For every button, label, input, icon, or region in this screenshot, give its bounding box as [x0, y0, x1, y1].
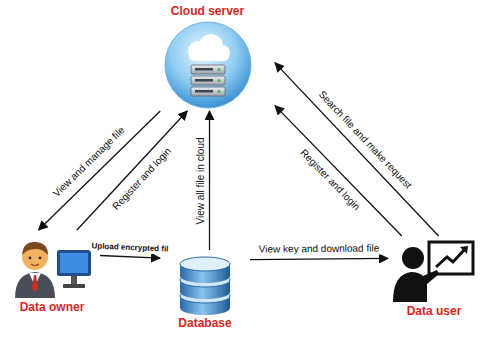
data-owner-icon	[7, 230, 97, 300]
data-user-icon	[389, 236, 479, 304]
edge-label: View key and download file	[257, 243, 382, 256]
flow-arrow	[77, 111, 187, 230]
node-label: Cloud server	[171, 4, 244, 19]
flow-arrow	[275, 106, 402, 236]
node-label: Database	[178, 316, 231, 331]
flow-arrow	[209, 111, 210, 250]
flow-arrow	[250, 258, 388, 259]
edge-label: Register and login	[109, 143, 175, 213]
edge-label: Upload encrypted fil	[89, 241, 170, 255]
cloud-server-icon	[153, 19, 263, 111]
actor-node: Data user	[388, 236, 480, 319]
flow-arrow	[100, 256, 160, 259]
actor-node: Data owner	[4, 230, 100, 315]
actor-node: Database	[160, 250, 250, 331]
edge-label: View and manage file	[50, 122, 129, 200]
edge-label: View all file in cloud	[195, 135, 207, 226]
node-label: Data owner	[20, 300, 85, 315]
node-label: Data user	[407, 304, 462, 319]
database-icon	[170, 250, 240, 316]
actor-node: Cloud server	[140, 4, 275, 111]
flow-arrow	[275, 63, 439, 236]
edge-label: Register and login	[297, 145, 365, 214]
